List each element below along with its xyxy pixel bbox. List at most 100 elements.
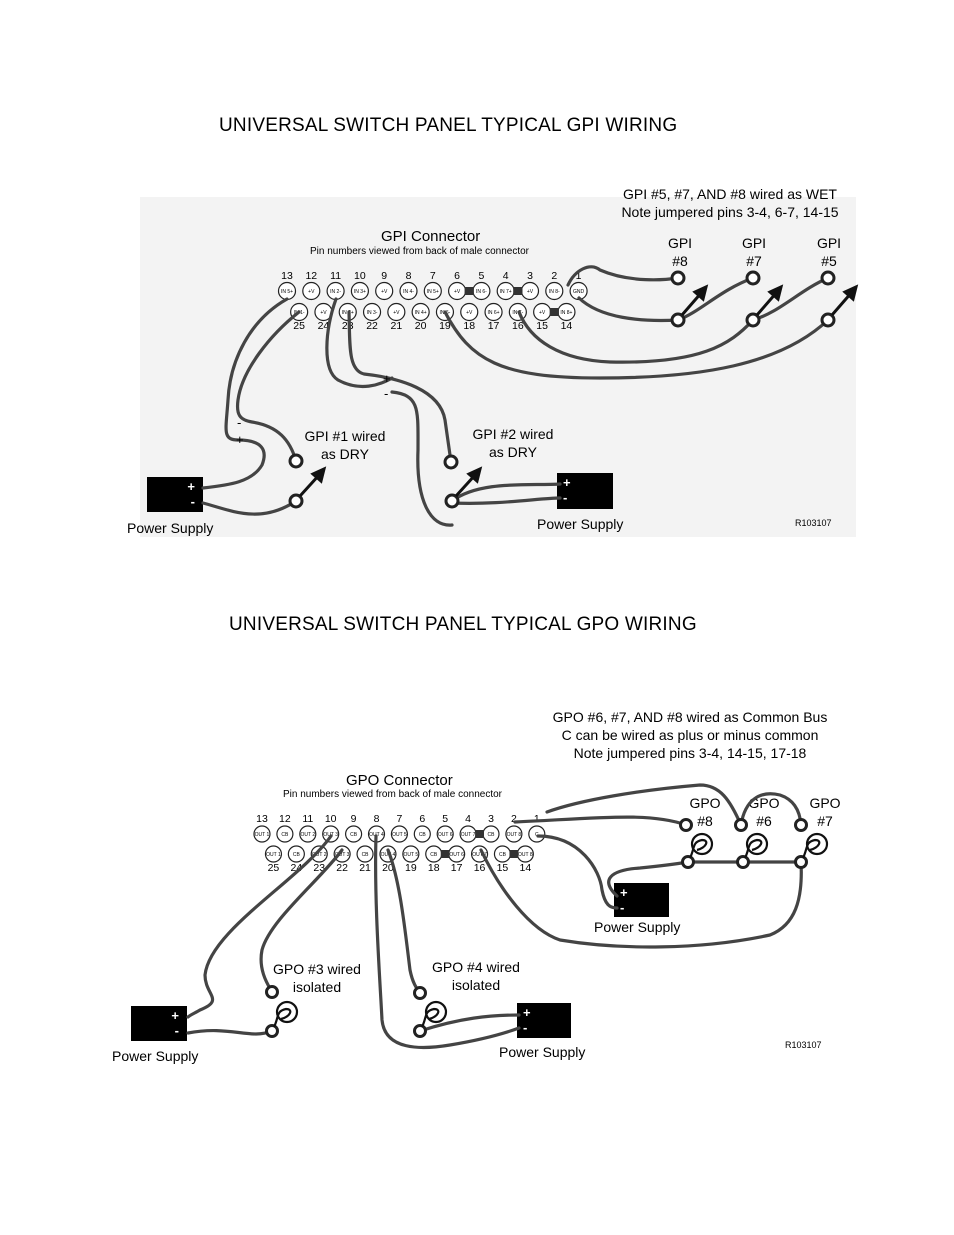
gpi-top-pin-number: 5	[478, 270, 485, 282]
gpo-top-pin-9	[345, 825, 363, 843]
gpo-top-pin-1	[528, 825, 546, 843]
gpo-bottom-pin-number: 21	[359, 862, 371, 874]
gpi-polarity-marks: + - + -	[236, 371, 391, 447]
gpo6-coil-loop	[744, 838, 763, 859]
gpo3-label: GPO #3 wired isolated	[262, 960, 372, 996]
gpi-title: UNIVERSAL SWITCH PANEL TYPICAL GPI WIRIN…	[219, 115, 678, 136]
gpi-psu1-plus: +	[187, 479, 195, 494]
gpo-bottom-pin-label: OUT 3	[335, 852, 350, 858]
gpo-bottom-pin-number: 18	[427, 862, 440, 874]
gpo-bottom-pin-label: OUT 1	[266, 852, 281, 858]
gpi-psu1-minus: -	[190, 494, 195, 509]
gpi-switch-levers	[298, 284, 859, 498]
gpo-bottom-pin-number: 23	[313, 862, 326, 874]
gpi-bottom-pin-number: 17	[487, 320, 500, 332]
gpi-polarity-minus-2: -	[384, 386, 388, 401]
gpo-bottom-pin-label: CB	[293, 852, 301, 858]
gpo-reference-code: R103107	[785, 1040, 822, 1050]
gpi-bottom-pin-17	[484, 302, 503, 322]
gpo-top-pin-label: OUT 2	[300, 832, 315, 838]
gpi-connector-subtitle: Pin numbers viewed from back of male con…	[310, 246, 529, 257]
gpi-power-supply-1-label: Power Supply	[127, 520, 214, 536]
gpo-bottom-pin-label: OUT 8	[518, 852, 533, 858]
gpi-bottom-pin-18	[460, 302, 479, 322]
gpo-note: GPO #6, #7, AND #8 wired as Common Bus C…	[540, 708, 840, 762]
gpo-bottom-pin-number: 16	[473, 862, 486, 874]
gpo-bottom-pin-number: 17	[450, 862, 463, 874]
gpi-top-pin-number: 3	[527, 270, 533, 282]
gpi-wire	[577, 296, 680, 323]
gpo-psu2-plus: +	[523, 1005, 531, 1020]
gpo-wires	[186, 783, 803, 1050]
gpi-power-supply-2: + -	[557, 473, 613, 509]
gpi-note: GPI #5, #7, AND #8 wired as WET Note jum…	[600, 185, 860, 221]
gpo7-coil-icon	[805, 832, 829, 856]
gpo-bottom-pin-label: CB	[362, 852, 370, 858]
gpo-bottom-pin-label: OUT 5	[404, 852, 419, 858]
gpo8-label-line-1: GPO	[689, 795, 721, 811]
gpi-bottom-pin-label: IN 4+	[415, 310, 427, 316]
gpo-wire	[373, 834, 521, 1050]
gpi-bottom-pin-number: 16	[512, 320, 524, 332]
gpo-power-supply-3: + -	[614, 883, 669, 917]
gpi-wire	[450, 482, 562, 503]
gpi2-terminal-top	[443, 454, 459, 470]
gpi1-terminal-bottom	[288, 493, 304, 509]
gpo7-label-line-1: GPO	[809, 795, 841, 811]
gpi-top-pin-label: IN 8-	[549, 289, 560, 295]
gpi-top-pin-number: 12	[305, 270, 318, 282]
gpo-note-line-1: GPO #6, #7, AND #8 wired as Common Bus	[552, 709, 828, 725]
gpo7-terminal-top	[794, 818, 808, 832]
gpi2-label-line-2: as DRY	[489, 444, 537, 460]
gpo-bottom-pin-number: 24	[290, 862, 303, 874]
gpo-psu2-minus: -	[523, 1020, 528, 1035]
gpi7-terminal-top	[745, 270, 761, 286]
gpo-bottom-pin-label: OUT 7	[472, 852, 487, 858]
gpi-top-pin-9	[375, 281, 394, 301]
gpi-top-pin-2	[545, 281, 564, 301]
gpo-top-pin-11	[299, 825, 317, 843]
gpo-bottom-pin-label: OUT 4	[381, 852, 396, 858]
gpo8-label: GPO #8	[683, 794, 727, 830]
gpo-wire	[545, 783, 743, 827]
gpi-wire	[390, 390, 454, 527]
gpi5-lever-arrow	[842, 284, 859, 302]
gpo-top-pin-number: 5	[442, 813, 449, 825]
gpi7-label-line-1: GPI	[741, 235, 767, 251]
gpi8-terminal-bottom	[670, 312, 686, 328]
gpo4-terminal-bottom	[413, 1024, 427, 1038]
gpi-top-pin-label: IN 5+	[281, 289, 293, 295]
gpo-bottom-pin-label: OUT 6	[449, 852, 464, 858]
gpi-bottom-pin-number: 21	[390, 320, 403, 332]
gpi-note-line-2: Note jumpered pins 3-4, 6-7, 14-15	[621, 204, 839, 220]
gpi-top-pin-number: 11	[330, 270, 342, 282]
gpi-top-pin-label: IN 7+	[500, 289, 512, 295]
gpo-wire	[607, 860, 690, 898]
gpi-top-pin-number: 1	[575, 270, 582, 282]
gpi-polarity-plus-1: +	[236, 432, 244, 447]
gpi-switch-terminals	[288, 270, 836, 509]
gpi-top-pin-number: 13	[281, 270, 293, 282]
gpi1-lever-arrow	[310, 466, 327, 484]
gpo-bottom-pin-24	[287, 845, 305, 863]
gpo-wire	[536, 834, 619, 910]
gpi-top-pin-label: +V	[527, 289, 534, 295]
gpi-top-pin-number: 7	[429, 270, 436, 282]
gpi-wire	[235, 310, 301, 463]
gpo-top-pin-2	[505, 825, 523, 843]
gpi-top-pin-number: 2	[551, 270, 558, 282]
gpo-power-supply-1-label: Power Supply	[112, 1048, 199, 1064]
gpo-power-supply-2-label: Power Supply	[499, 1044, 586, 1060]
gpi-bottom-pin-number: 18	[463, 320, 476, 332]
gpo3-terminal-bottom	[265, 1024, 279, 1038]
gpi2-label: GPI #2 wired as DRY	[458, 425, 568, 461]
gpo3-label-line-2: isolated	[292, 979, 342, 995]
gpo7-label-line-2: #7	[817, 813, 833, 829]
gpi2-lever-arrow	[466, 466, 483, 484]
gpo-relay-terminals	[265, 818, 808, 1038]
gpi-power-supply-2-label: Power Supply	[537, 516, 624, 532]
gpi-top-pin-label: +V	[381, 289, 388, 295]
gpi-bottom-pin-label: +V	[320, 310, 327, 316]
